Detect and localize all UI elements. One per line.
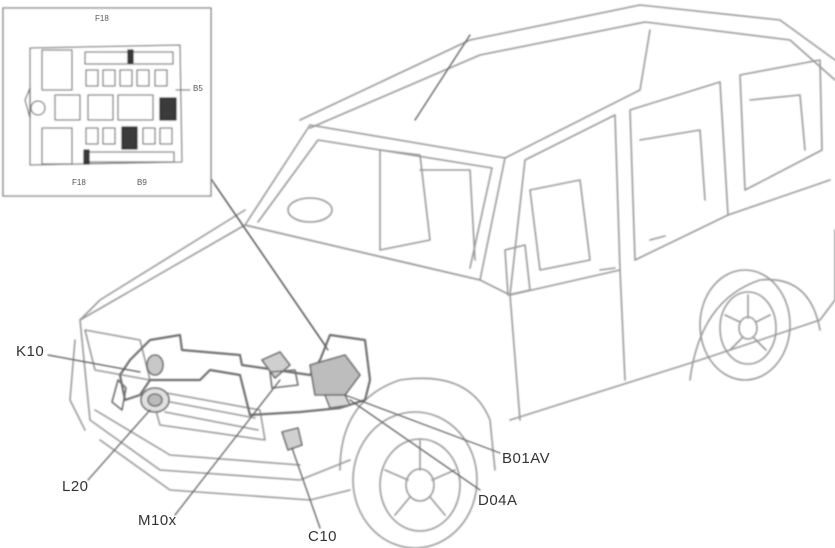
callout-m10x[interactable]: M10x — [138, 512, 177, 529]
component-m10x[interactable] — [261, 351, 299, 389]
callout-k10[interactable]: K10 — [16, 343, 45, 360]
leader-lines — [47, 34, 501, 529]
callout-l20[interactable]: L20 — [62, 478, 89, 495]
van-body — [69, 4, 835, 501]
component-b01av[interactable] — [309, 354, 361, 409]
component-l20[interactable] — [111, 379, 170, 413]
inset-label-bottom-left: F18 — [72, 178, 86, 187]
inset-label-top: F18 — [95, 14, 109, 23]
front-wheel — [352, 411, 478, 548]
inset-label-bottom: B9 — [137, 178, 147, 187]
callout-c10[interactable]: C10 — [308, 528, 338, 545]
inset-label-right: B5 — [193, 84, 203, 93]
rear-wheel — [699, 269, 791, 381]
component-k10[interactable] — [146, 354, 164, 376]
fuse-box-inset — [2, 7, 212, 197]
callout-d04a[interactable]: D04A — [478, 492, 518, 509]
callout-b01av[interactable]: B01AV — [502, 450, 551, 467]
component-c10[interactable] — [281, 427, 303, 451]
wiring-harness[interactable] — [118, 333, 372, 417]
